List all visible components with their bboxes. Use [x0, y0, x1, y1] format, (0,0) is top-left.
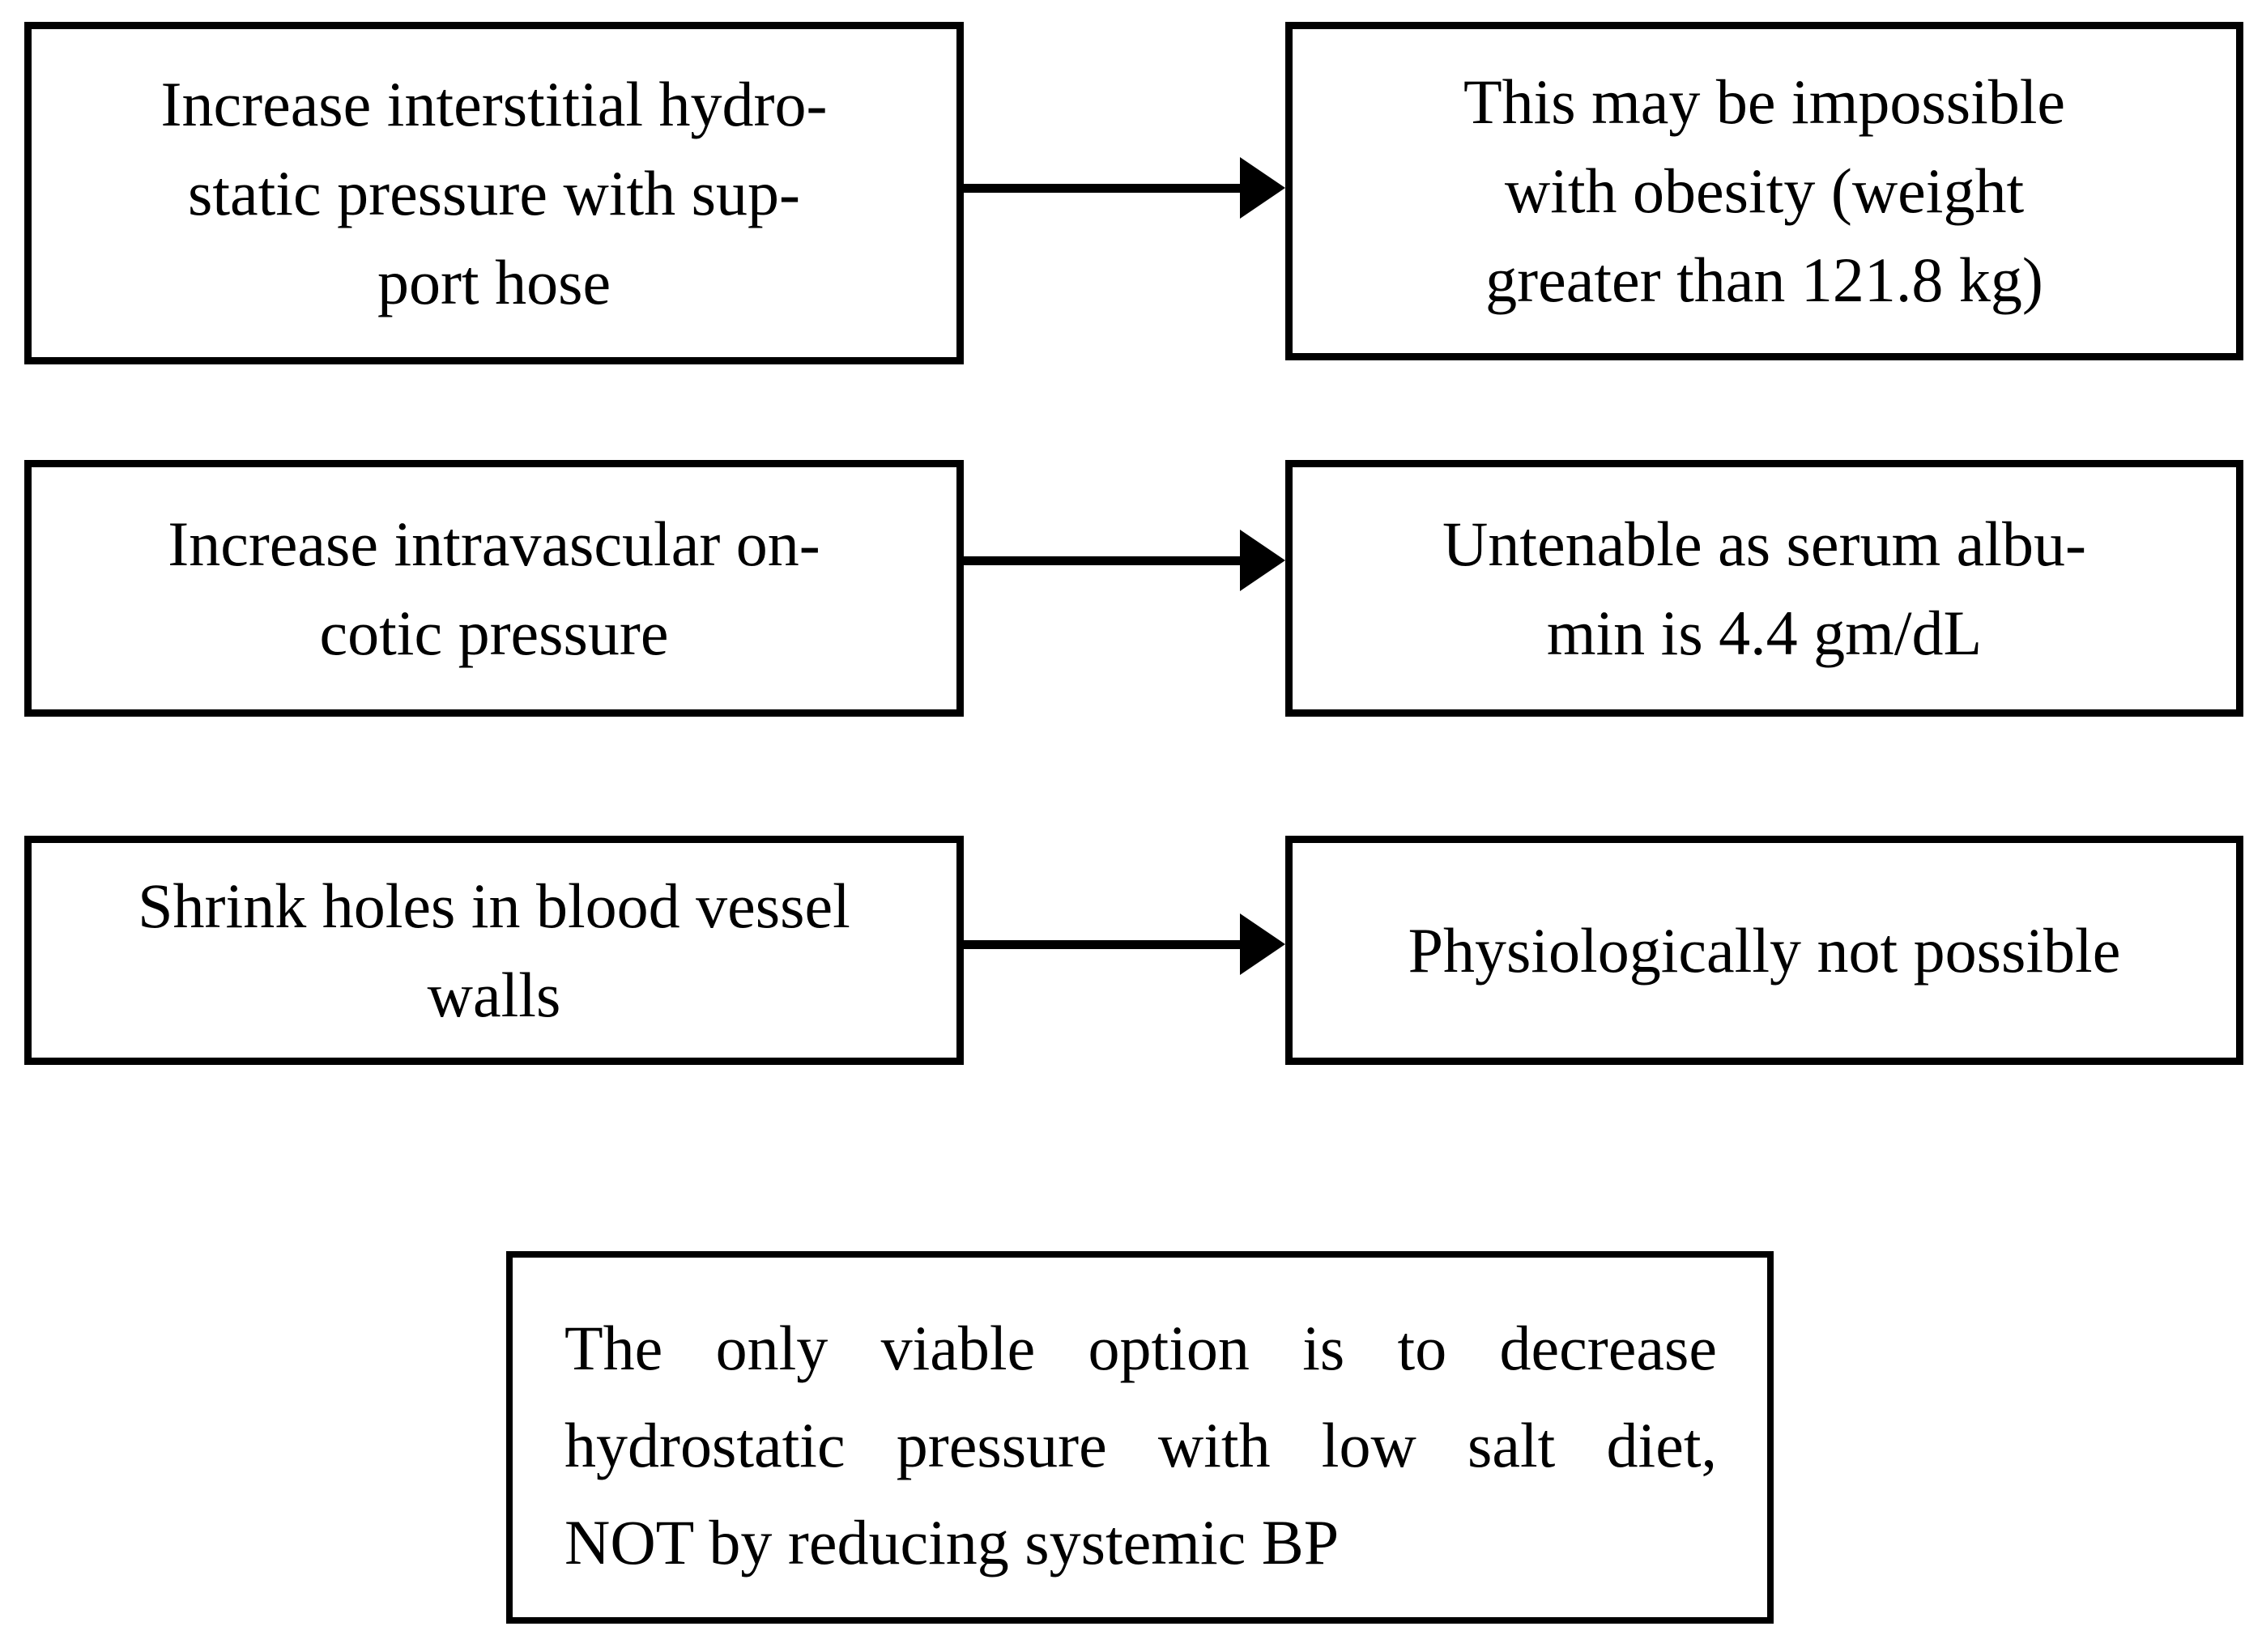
conclusion-line-2: hydrostatic pressure with low salt diet, — [564, 1410, 1717, 1480]
arrow-shaft — [964, 184, 1249, 193]
option-box-shrink-holes: Shrink holes in blood vessel walls — [24, 836, 964, 1065]
outcome-box-serum-albumin-text: Untenable as serum albu- min is 4.4 gm/d… — [1442, 508, 2086, 668]
option-box-shrink-holes-text: Shrink holes in blood vessel walls — [138, 870, 850, 1030]
arrow-right-icon-row3 — [964, 913, 1285, 975]
outcome-box-physiologically-impossible: Physiologically not possible — [1285, 836, 2243, 1065]
arrow-right-icon-row1 — [964, 157, 1285, 219]
arrow-shaft — [964, 556, 1249, 565]
arrow-head — [1240, 530, 1285, 591]
option-box-interstitial-pressure-text: Increase interstitial hydro- static pres… — [160, 68, 828, 317]
option-box-interstitial-pressure: Increase interstitial hydro- static pres… — [24, 22, 964, 364]
arrow-shaft — [964, 940, 1249, 949]
arrow-head — [1240, 157, 1285, 219]
outcome-box-obesity: This may be impossible with obesity (wei… — [1285, 22, 2243, 360]
outcome-box-obesity-text: This may be impossible with obesity (wei… — [1463, 66, 2066, 315]
option-box-oncotic-pressure-text: Increase intravascular on- cotic pressur… — [168, 508, 820, 668]
conclusion-line-1: The only viable option is to decrease — [564, 1313, 1717, 1383]
conclusion-box: The only viable option is to decrease hy… — [506, 1251, 1774, 1624]
outcome-box-physiologically-impossible-text: Physiologically not possible — [1408, 914, 2121, 986]
arrow-head — [1240, 913, 1285, 975]
arrow-right-icon-row2 — [964, 530, 1285, 591]
outcome-box-serum-albumin: Untenable as serum albu- min is 4.4 gm/d… — [1285, 460, 2243, 717]
option-box-oncotic-pressure: Increase intravascular on- cotic pressur… — [24, 460, 964, 717]
conclusion-line-3: NOT by reducing systemic BP — [564, 1507, 1340, 1577]
